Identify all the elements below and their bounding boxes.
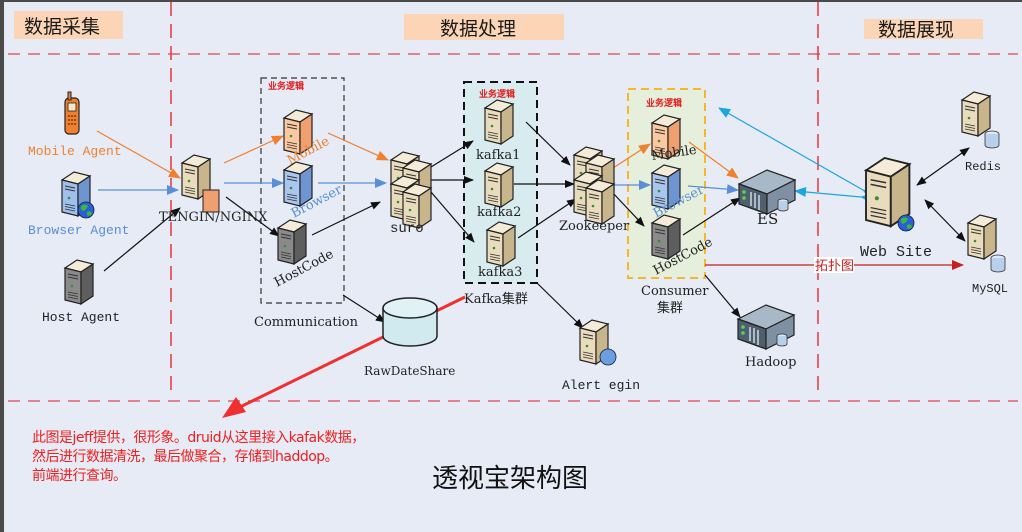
- biz-browser-node: Browser: [283, 161, 345, 222]
- globe-icon: [897, 214, 915, 232]
- annotation-line-2: 然后进行数据清洗，最后做聚合，存储到haddop。: [32, 449, 339, 465]
- rawdateshare-node: RawDateShare: [364, 297, 455, 378]
- kafka3-label: kafka3: [478, 265, 522, 280]
- mobile-agent-node: Mobile Agent: [28, 91, 122, 159]
- kafka1-label: kafka1: [476, 148, 520, 163]
- mobile-agent-label: Mobile Agent: [28, 144, 122, 159]
- es-node: ES: [738, 169, 796, 228]
- edge-kafka1-zookeeper: [525, 121, 571, 166]
- kafka1-node: kafka1: [476, 99, 520, 163]
- edge-kafka3-zookeeper: [517, 198, 577, 239]
- connections: [96, 107, 970, 329]
- header-data-collection: 数据采集: [14, 11, 123, 39]
- annotation-line-3: 前端进行查询。: [32, 468, 127, 484]
- consumer-mobile-label: Mobile: [650, 143, 697, 164]
- edge-host-agent-nginx: [103, 207, 181, 272]
- mysql-node: MySQL: [967, 214, 1008, 296]
- biz-hostcode-node: HostCode: [272, 219, 336, 291]
- globe-icon: [77, 201, 95, 219]
- edge-kafka-alert: [536, 282, 584, 329]
- suro-label: suro: [390, 221, 424, 237]
- edge-website-redis: [916, 147, 970, 186]
- hadoop-node: Hadoop: [737, 304, 796, 370]
- nginx-label: TENGIN/NGINX: [159, 210, 268, 225]
- web-site-label: Web Site: [860, 244, 932, 261]
- database-icon: [990, 254, 1006, 273]
- alert-engine-node: Alert egin: [562, 319, 640, 393]
- web-site-node: Web Site: [860, 157, 932, 261]
- consumer-business-logic-label: 业务逻辑: [646, 97, 682, 109]
- suro-node: suro: [390, 151, 432, 237]
- redis-node: Redis: [961, 91, 1001, 174]
- edge-zookeeper-consumer-mobile: [609, 143, 651, 171]
- rawdateshare-label: RawDateShare: [364, 364, 455, 378]
- kafka3-node: kafka3: [478, 221, 522, 280]
- diagram-title: 透视宝架构图: [432, 464, 589, 494]
- redis-label: Redis: [965, 160, 1001, 174]
- kafka2-server-icon: [484, 162, 514, 208]
- nginx-node: TENGIN/NGINX: [159, 154, 268, 225]
- edge-website-consumer: [718, 107, 876, 200]
- edge-website-es: [794, 187, 873, 203]
- lock-badge-icon: [599, 348, 617, 366]
- biz-mobile-node: Mobile: [283, 109, 332, 169]
- topology-label: 拓扑图: [815, 259, 854, 274]
- annotation-line-1: 此图是jeff提供，很形象。druid从这里接入kafak数据，: [32, 430, 365, 446]
- consumer-cluster-label-line1: Consumer: [641, 284, 709, 299]
- es-rack-icon: [738, 169, 796, 215]
- kafka-cluster-label: Kafka集群: [464, 291, 528, 307]
- edge-mobile-agent-nginx: [96, 130, 181, 179]
- business-logic-label: 业务逻辑: [268, 80, 304, 92]
- edge-suro-kafka3: [430, 191, 475, 243]
- hostcode-server-icon: [277, 219, 307, 265]
- business-logic-group: [260, 77, 345, 304]
- host-agent-label: Host Agent: [42, 310, 120, 325]
- edge-nginx-hostcode: [225, 196, 280, 237]
- es-label: ES: [757, 210, 778, 228]
- kafka2-label: kafka2: [477, 205, 521, 220]
- communication-label: Communication: [254, 315, 359, 330]
- mysql-server-icon: [967, 214, 997, 260]
- edge-website-mysql: [924, 199, 966, 242]
- edge-consumer-hostcode-es: [682, 197, 741, 236]
- topology-label-bg: [814, 257, 854, 273]
- edge-zookeeper-consumer-hostcode: [611, 191, 645, 227]
- kafka-business-logic-label: 业务逻辑: [479, 88, 515, 100]
- kafka2-node: kafka2: [477, 162, 521, 220]
- zk-server-icon-4: [585, 179, 615, 225]
- hadoop-label: Hadoop: [745, 355, 796, 370]
- annotation-note: 此图是jeff提供，很形象。druid从这里接入kafak数据， 然后进行数据清…: [32, 429, 365, 486]
- zookeeper-node: Zookeeper: [559, 146, 630, 234]
- mobile-phone-icon: [64, 91, 80, 135]
- mysql-label: MySQL: [972, 282, 1008, 296]
- section-dividers: [8, 2, 1018, 402]
- header-data-display: 数据展现: [864, 19, 983, 41]
- edge-suro-kafka1: [430, 140, 474, 168]
- header-data-processing-text: 数据处理: [440, 18, 516, 40]
- kafka1-server-icon: [484, 99, 514, 145]
- edge-mobile-suro: [327, 132, 389, 161]
- edge-consumer-hadoop: [704, 274, 741, 318]
- edge-communication-rawdateshare: [342, 294, 386, 323]
- host-server-icon: [64, 259, 94, 305]
- diagram-canvas: 数据采集 数据处理 数据展现 业务逻辑 业务逻辑 业务逻辑: [4, 2, 1022, 532]
- header-data-display-text: 数据展现: [878, 19, 954, 41]
- kafka3-server-icon: [486, 221, 516, 267]
- redis-server-icon: [961, 91, 991, 137]
- consumer-mobile-node: Mobile: [650, 114, 698, 164]
- consumer-cluster-label-line2: 集群: [657, 300, 683, 316]
- zookeeper-label: Zookeeper: [559, 219, 630, 234]
- header-data-processing: 数据处理: [404, 14, 564, 40]
- header-data-collection-text: 数据采集: [24, 16, 100, 38]
- architecture-diagram: 数据采集 数据处理 数据展现 业务逻辑 业务逻辑 业务逻辑: [8, 2, 1018, 418]
- hadoop-rack-icon: [737, 304, 795, 350]
- edge-hostcode-suro: [311, 201, 381, 236]
- edge-nginx-mobile: [223, 135, 284, 164]
- browser-agent-label: Browser Agent: [28, 223, 129, 238]
- database-icon: [984, 130, 1000, 149]
- browser-agent-node: Browser Agent: [28, 171, 129, 238]
- host-agent-node: Host Agent: [42, 259, 120, 325]
- alert-engine-label: Alert egin: [562, 378, 640, 393]
